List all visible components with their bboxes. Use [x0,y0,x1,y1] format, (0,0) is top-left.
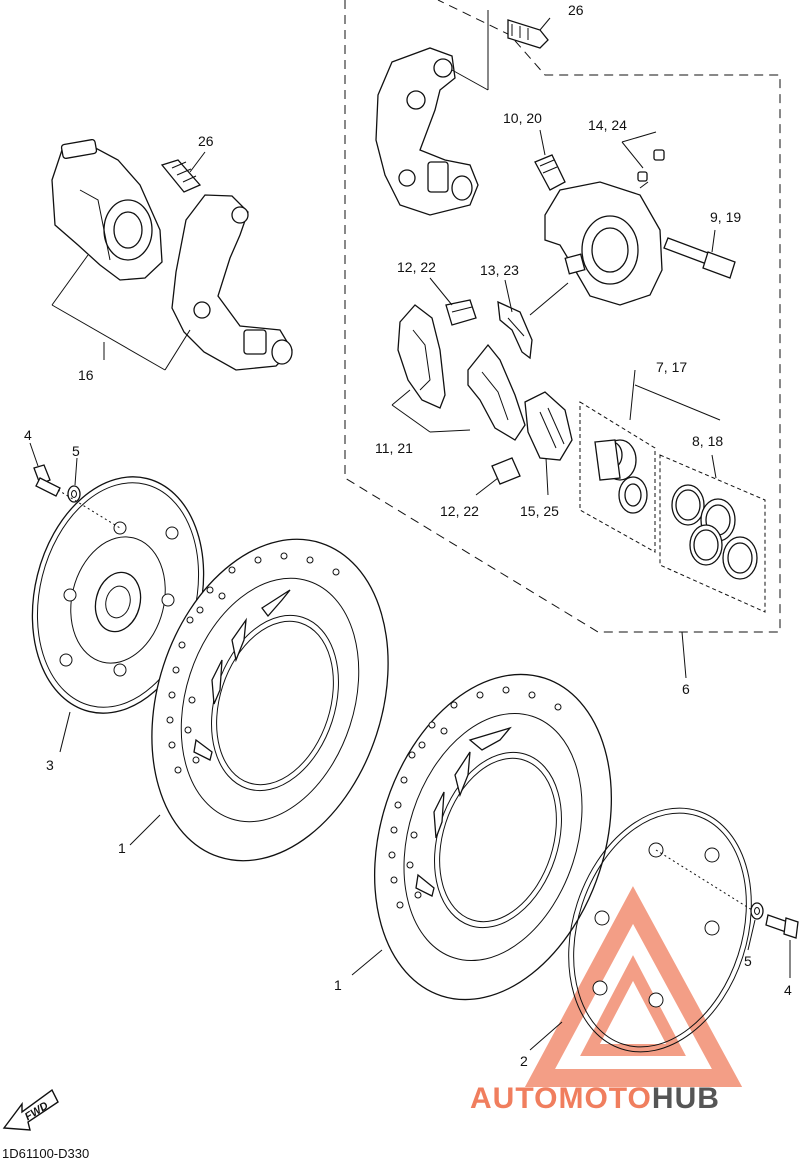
leader-16c [164,329,191,371]
leader-26-left [189,151,206,173]
watermark-text: AUTOMOTOHUB [470,1082,720,1115]
callout-14-24: 14, 24 [588,117,627,133]
callout-26-left: 26 [198,133,214,149]
pad-clip-12-22-bottom [491,457,521,485]
leader-2 [529,1021,563,1051]
fwd-arrow-icon: FWD [2,1088,59,1131]
watermark-text-part2: HUB [652,1082,720,1115]
axis-left-bolt [57,489,121,529]
leader-14-24 [621,131,657,143]
pad-clip-12-22-top [445,299,477,326]
hub-adapter-3 [31,476,205,714]
callout-10-20: 10, 20 [503,110,542,126]
pad-spring-13-23 [497,300,533,360]
leader-15-25 [545,457,549,496]
bolt-4-right [765,914,799,939]
callout-5-right: 5 [744,953,752,969]
callout-15-25: 15, 25 [520,503,559,519]
leader-16b [51,304,166,371]
bolt-26-top [507,19,549,49]
piston-kit-7-17 [579,401,656,553]
leader-5-right [747,919,756,951]
callout-6: 6 [682,681,690,697]
leader-6 [681,631,687,679]
callout-13-23: 13, 23 [480,262,519,278]
callout-2: 2 [520,1053,528,1069]
brake-disc-1-upper [151,538,389,862]
leader-7-17b [634,384,721,421]
caliper-bracket-upper [375,47,479,216]
callout-8-18: 8, 18 [692,433,723,449]
callout-16: 16 [78,367,94,383]
leader-1-lower [351,949,383,976]
leader-16a [51,254,89,306]
callout-7-17: 7, 17 [656,359,687,375]
leader-12-22-top [429,277,453,306]
callout-1-lower: 1 [334,977,342,993]
leader-8-18 [711,454,717,479]
callout-3: 3 [46,757,54,773]
brake-disc-1-lower [373,673,613,1001]
leader-10-20 [539,129,546,156]
bleed-screw-10-20 [534,154,566,191]
leader-13-23b [529,282,569,316]
leader-11-21c [429,429,471,433]
leader-14-24b [621,141,644,169]
bolt-4-left [33,464,61,497]
brake-pad-11-21-front [397,304,446,409]
callout-12-22-top: 12, 22 [397,259,436,275]
leader-26-top [539,17,551,31]
pin-bolt-9-19 [663,237,736,279]
leader-12-22-bottom [475,477,499,496]
callout-11-21: 11, 21 [375,440,413,456]
callout-1-upper: 1 [118,840,126,856]
leader-13-23 [504,279,513,313]
watermark-logo [524,886,743,1087]
callout-12-22-bottom: 12, 22 [440,503,479,519]
callout-26-top: 26 [568,2,584,18]
bolt-26-left [160,159,202,193]
caliper-assembly-16 [51,138,293,371]
watermark-text-part1: AUTOMOTO [470,1082,652,1115]
axis-right-bolt [655,849,753,911]
leader-4-left [29,442,39,467]
leader-11-21a [391,389,411,406]
callout-9-19: 9, 19 [710,209,741,225]
seal-kit-8-18 [659,454,766,613]
hub-adapter-2 [568,807,752,1053]
callout-5-left: 5 [72,443,80,459]
washer-5-left [67,485,81,503]
leader-3 [59,711,71,753]
bleed-cap-14-24 [637,149,665,189]
leader-9-19 [711,229,716,253]
leader-1-upper [129,814,161,846]
callout-4-right: 4 [784,982,792,998]
leader-5-left [74,457,78,486]
leader-11-21b [391,404,431,433]
caliper-body-right [544,181,663,306]
leader-26-axis2 [451,69,489,91]
washer-5-right [750,902,764,920]
leader-7-17a [629,369,636,421]
caliper-assembly-boundary [344,0,781,633]
diagram-code: 1D61100-D330 [2,1146,89,1161]
callout-4-left: 4 [24,427,32,443]
brake-pad-11-21-back [467,343,526,441]
pad-shim-15-25 [524,391,573,461]
